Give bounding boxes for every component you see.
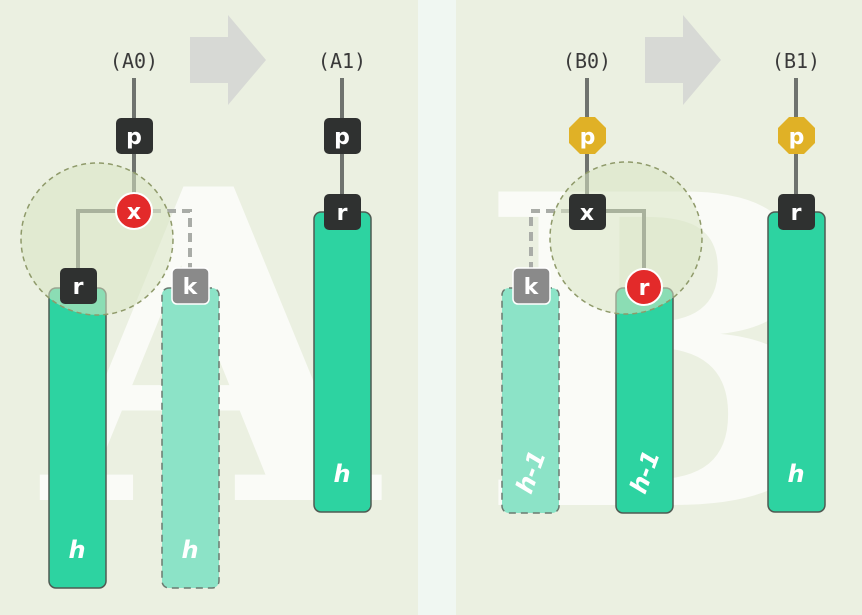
node-label: r — [791, 201, 802, 226]
node-label: x — [580, 201, 594, 226]
arrow-right-icon — [190, 15, 266, 105]
node-p-octagon — [778, 117, 815, 154]
node-label: p — [334, 125, 350, 150]
node-k-ghost — [171, 267, 210, 305]
label-b0: (B0) — [563, 49, 611, 73]
node-r — [778, 194, 815, 230]
node-label: p — [789, 125, 805, 150]
subtree-label: h — [333, 460, 350, 488]
node-label: r — [337, 201, 348, 226]
subtree-label: h — [787, 460, 804, 488]
node-x-removed — [115, 192, 153, 230]
node-label: p — [580, 125, 596, 150]
label-b1: (B1) — [772, 49, 820, 73]
subtree-left-ghost — [501, 287, 560, 514]
node-r — [60, 268, 97, 304]
label-a1: (A1) — [318, 49, 366, 73]
node-k-ghost — [512, 267, 551, 305]
node-label: p — [126, 125, 142, 150]
node-label: r — [73, 275, 84, 300]
node-r — [324, 194, 361, 230]
node-label: k — [183, 275, 199, 300]
node-r-red — [625, 268, 663, 306]
edge-dashed — [529, 209, 570, 268]
node-p — [116, 118, 153, 154]
node-p-octagon — [569, 117, 606, 154]
node-label: k — [524, 275, 540, 300]
node-x — [569, 194, 606, 230]
label-a0: (A0) — [110, 49, 158, 73]
subtree-right-ghost — [161, 287, 220, 589]
node-p — [324, 118, 361, 154]
subtree-label: h — [68, 536, 85, 564]
subtree-label: h — [181, 536, 198, 564]
arrow-right-icon — [645, 15, 721, 105]
node-label: r — [639, 276, 650, 301]
node-label: x — [127, 200, 141, 225]
edge-dashed — [152, 209, 192, 268]
